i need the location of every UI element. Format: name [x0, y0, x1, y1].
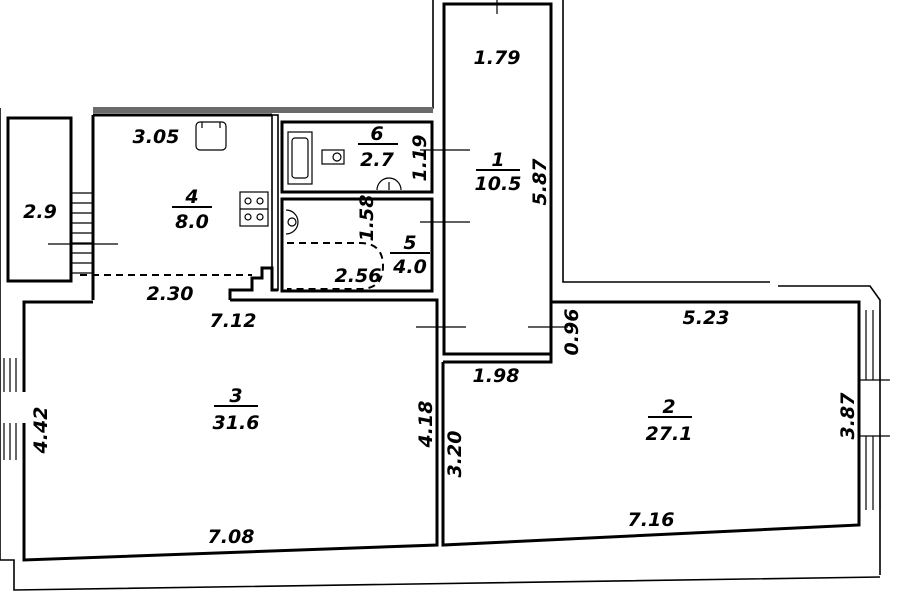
room-5-area: 4.0 [392, 256, 427, 278]
dim-tub-length: 2.56 [335, 265, 382, 287]
dim-room3-top: 7.12 [210, 310, 257, 332]
dim-bath-top: 1.19 [409, 135, 431, 182]
room-3-number: 3 [229, 385, 242, 407]
toilet-room [280, 120, 470, 194]
living-room-3 [3, 298, 439, 562]
room-3-area: 31.6 [213, 412, 260, 434]
dim-kitchen-bottom: 2.30 [147, 283, 194, 305]
dim-corridor-top: 1.79 [474, 47, 521, 69]
balcony [6, 116, 118, 283]
room-1-area: 10.5 [475, 173, 522, 195]
room-6-area: 2.7 [360, 149, 394, 171]
room-5-number: 5 [403, 232, 416, 254]
dim-room3-bottom: 7.08 [208, 526, 255, 548]
balcony-door-hatch [71, 192, 93, 274]
room-6-number: 6 [370, 123, 383, 145]
dim-room3-left: 4.42 [30, 407, 52, 455]
dim-corridor-side: 5.87 [529, 158, 551, 206]
dim-room2-top: 5.23 [683, 307, 730, 329]
kitchen-top-wall [93, 107, 433, 113]
room-2-area: 27.1 [646, 423, 693, 445]
corridor-room [416, 0, 568, 356]
outer-outline [0, 0, 881, 591]
kitchen-room [80, 113, 279, 300]
dim-room2-right: 3.87 [837, 392, 859, 440]
room-2-number: 2 [662, 396, 675, 418]
dim-room2-bottom: 7.16 [628, 509, 675, 531]
dim-balcony-width: 2.9 [23, 201, 57, 223]
dim-bath-side: 1.58 [356, 195, 378, 242]
room-4-area: 8.0 [175, 211, 209, 233]
window-left-hatch [3, 358, 17, 460]
dim-room3-right: 4.18 [415, 401, 437, 449]
room-4-number: 4 [184, 186, 198, 208]
dim-corridor-step: 0.96 [561, 309, 583, 356]
bathroom-room [280, 197, 470, 293]
dim-kitchen-top: 3.05 [133, 126, 180, 148]
dimension-labels: 2.9 3.05 2.30 1.19 1.58 2.56 1.79 5.87 1… [23, 47, 859, 548]
window-right-hatch [859, 310, 890, 510]
bedroom-room-2 [441, 300, 890, 547]
room-1-number: 1 [491, 149, 504, 171]
dim-corridor-bottom: 1.98 [473, 365, 520, 387]
dim-room2-left: 3.20 [444, 431, 466, 478]
room-labels: 1 10.5 2 27.1 3 31.6 4 8.0 5 4.0 6 2.7 [172, 123, 692, 445]
